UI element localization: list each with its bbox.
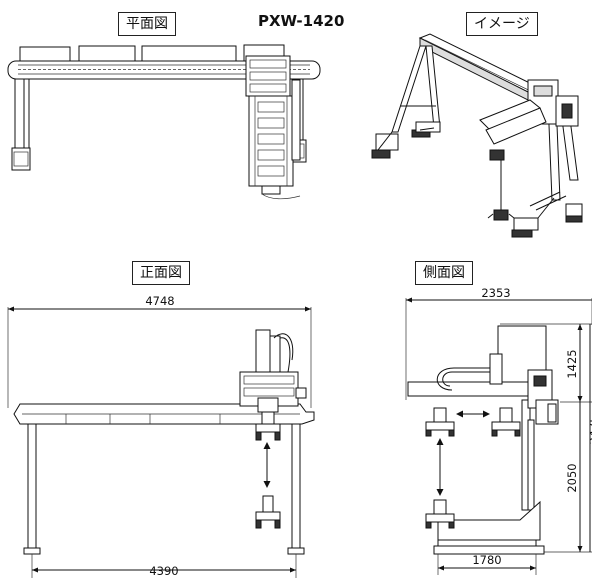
plan-view-drawing bbox=[7, 44, 321, 200]
model-name: PXW-1420 bbox=[258, 12, 345, 30]
front-view-label: 正面図 bbox=[132, 261, 190, 285]
side-overall-width-label: 2353 bbox=[481, 286, 510, 300]
side-upper-height-label: 1425 bbox=[565, 349, 579, 378]
side-view-label: 側面図 bbox=[415, 261, 473, 285]
front-overall-width-label: 4748 bbox=[145, 294, 174, 308]
side-view-drawing bbox=[405, 297, 592, 575]
front-view-drawing bbox=[7, 306, 315, 578]
isometric-image-drawing bbox=[371, 33, 583, 238]
front-leg-span-label: 4390 bbox=[149, 564, 178, 578]
plan-view-label: 平面図 bbox=[118, 12, 176, 36]
side-base-width-label: 1780 bbox=[472, 553, 501, 567]
side-total-height-label: 3475 bbox=[587, 415, 592, 444]
image-view-label: イメージ bbox=[466, 12, 538, 36]
side-lower-height-label: 2050 bbox=[565, 463, 579, 492]
